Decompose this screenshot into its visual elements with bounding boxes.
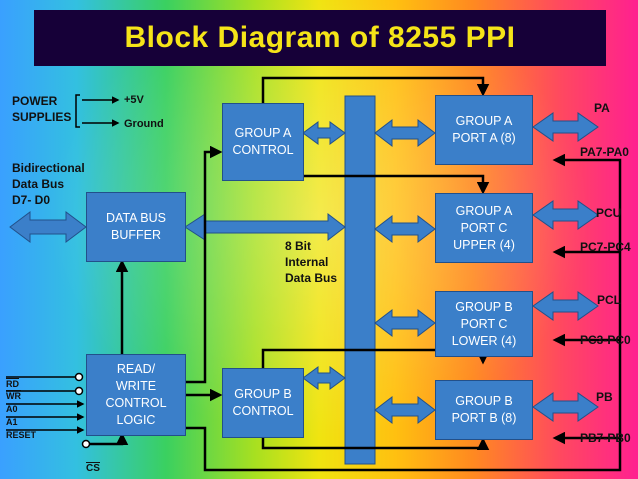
bus-group-b-control-arrow xyxy=(302,366,346,390)
bus-port-a-arrow xyxy=(374,118,436,148)
bus-port-c-upper-arrow xyxy=(374,214,436,244)
group-b-control-to-port-b-wire xyxy=(261,437,490,450)
block-text: READ/ xyxy=(116,362,156,376)
pa-label: PA xyxy=(594,101,610,115)
block-text: CONTROL xyxy=(105,396,167,410)
group-a-control-block: GROUP A CONTROL xyxy=(222,103,304,181)
block-text: LOWER (4) xyxy=(451,333,517,348)
plus5v-label: +5V xyxy=(124,94,144,106)
port-c-upper-external-arrow xyxy=(532,200,599,230)
internal-bus-line1: 8 Bit xyxy=(285,239,312,253)
block-text: GROUP A xyxy=(234,126,292,140)
pcl-pins-label: PC3-PC0 xyxy=(580,333,631,347)
power-line2: SUPPLIES xyxy=(12,110,72,124)
pcl-label: PCL xyxy=(597,293,621,307)
block-text: GROUP B xyxy=(455,299,513,314)
block-text: WRITE xyxy=(115,379,157,393)
data-bus-line1: Bidirectional xyxy=(12,161,85,175)
block-text: PORT C xyxy=(460,316,508,331)
cs-wire xyxy=(88,432,129,446)
port-c-upper-block: GROUP A PORT C UPPER (4) xyxy=(435,193,533,263)
bus-port-b-arrow xyxy=(374,395,436,425)
port-b-external-arrow xyxy=(532,392,599,422)
a0-label: A0 xyxy=(6,404,18,414)
a1-label: A1 xyxy=(6,417,18,427)
internal-data-bus-bar xyxy=(344,95,376,465)
pcu-pins-label: PC7-PC4 xyxy=(580,240,631,254)
data-bus-buffer-block: DATA BUS BUFFER xyxy=(86,192,186,262)
block-text: GROUP A xyxy=(455,203,513,218)
data-bus-line3: D7- D0 xyxy=(12,193,51,207)
block-text: LOGIC xyxy=(116,413,156,427)
rd-pin xyxy=(74,372,84,382)
ground-label: Ground xyxy=(124,118,164,130)
port-a-block: GROUP A PORT A (8) xyxy=(435,95,533,165)
buffer-to-bus-arrow xyxy=(184,212,346,242)
block-text: PORT C xyxy=(460,220,508,235)
cs-label: CS xyxy=(86,462,100,474)
pb-pins-label: PB7-PB0 xyxy=(580,431,631,445)
power-line1: POWER xyxy=(12,94,58,108)
block-text: PORT A (8) xyxy=(452,131,516,145)
group-a-control-to-port-a-wire xyxy=(261,76,490,103)
rd-label: RD xyxy=(6,378,19,389)
wr-label: WR xyxy=(6,390,21,401)
diagram-title: Block Diagram of 8255 PPI xyxy=(124,21,516,54)
block-text: GROUP B xyxy=(234,387,292,401)
port-b-block: GROUP B PORT B (8) xyxy=(435,380,533,440)
power-label: POWER SUPPLIES xyxy=(12,93,71,125)
port-c-lower-block: GROUP B PORT C LOWER (4) xyxy=(435,291,533,357)
block-text: GROUP B xyxy=(455,394,513,408)
internal-bus-label: 8 Bit Internal Data Bus xyxy=(285,238,337,286)
wr-pin xyxy=(74,386,84,396)
power-bracket xyxy=(75,94,80,128)
rw-to-group-a-control-wire xyxy=(186,145,223,384)
pb-label: PB xyxy=(596,390,613,404)
block-text: CONTROL xyxy=(232,143,294,157)
data-bus-label: Bidirectional Data Bus D7- D0 xyxy=(12,160,85,208)
rw-control-logic-block: READ/WRITE CONTROL LOGIC xyxy=(86,354,186,436)
title-bar: Block Diagram of 8255 PPI xyxy=(34,10,606,66)
bus-group-a-control-arrow xyxy=(302,121,346,145)
pa-pins-label: PA7-PA0 xyxy=(580,145,629,159)
block-text: BUFFER xyxy=(111,228,161,242)
bus-port-c-lower-arrow xyxy=(374,308,436,338)
right-feedback-loop xyxy=(186,153,622,472)
block-text: DATA BUS xyxy=(106,211,166,225)
data-bus-line2: Data Bus xyxy=(12,177,65,191)
external-data-bus-arrow xyxy=(9,211,87,243)
port-c-lower-external-arrow xyxy=(532,291,599,321)
internal-bus-line3: Data Bus xyxy=(285,271,338,285)
port-a-external-arrow xyxy=(532,112,599,142)
cs-pin xyxy=(81,439,91,449)
block-text: GROUP A xyxy=(455,114,513,128)
block-text: UPPER (4) xyxy=(453,237,515,252)
reset-label: RESET xyxy=(6,430,37,440)
internal-bus-line2: Internal xyxy=(285,255,329,269)
block-text: CONTROL xyxy=(232,404,294,418)
group-b-control-block: GROUP B CONTROL xyxy=(222,368,304,438)
pcu-label: PCU xyxy=(596,206,622,220)
block-text: PORT B (8) xyxy=(451,411,517,425)
